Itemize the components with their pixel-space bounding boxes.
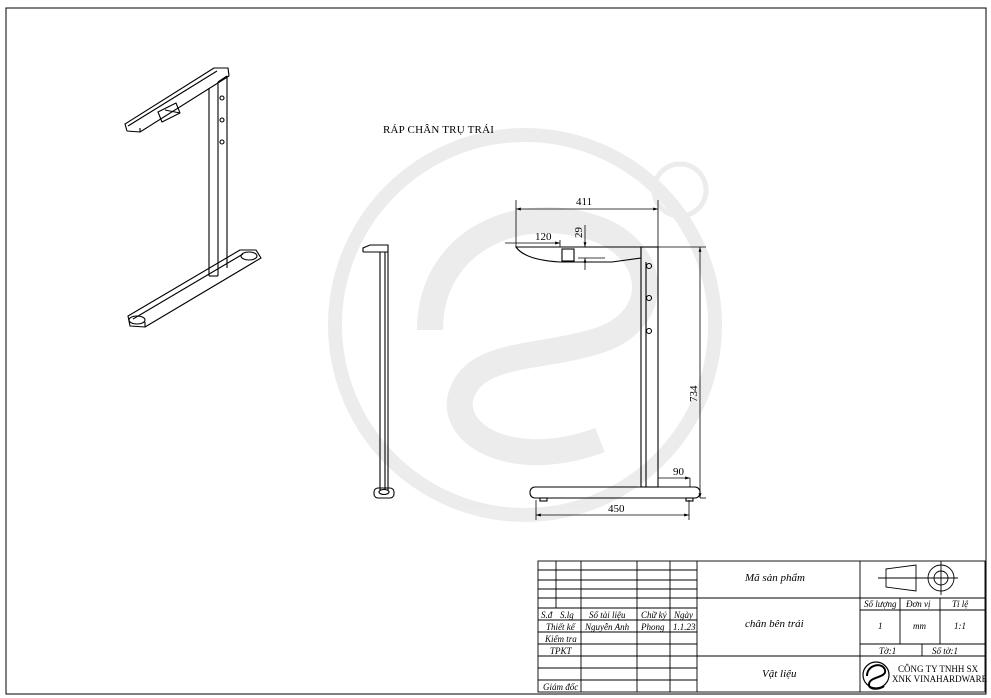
- sheet-count: Số tờ:1: [932, 646, 959, 656]
- quantity-value: 1: [878, 621, 883, 631]
- isometric-view: [124, 67, 262, 328]
- side-view: [362, 244, 395, 499]
- row-role: Giám đốc: [543, 682, 579, 692]
- header-date: Ngày: [674, 610, 693, 620]
- header-sd: S.đ: [541, 610, 553, 620]
- product-code-label: Mã sản phẩm: [745, 572, 805, 584]
- watermark-logo: [328, 128, 722, 522]
- company-name-line2: XNK VINAHARDWARE: [892, 674, 988, 684]
- material-label: Vật liệu: [762, 668, 797, 680]
- scale-value: 1:1: [954, 621, 966, 631]
- assembly-title: RÁP CHÂN TRỤ TRÁI: [383, 124, 495, 136]
- projection-symbol-icon: [878, 561, 958, 595]
- product-name: chân bên trái: [745, 618, 804, 630]
- unit-label: Đơn vị: [906, 599, 931, 609]
- row-role: Thiết kế: [546, 622, 575, 632]
- quantity-label: Số lượng: [864, 599, 897, 609]
- title-block-grid: [537, 560, 986, 693]
- row-role: Kiểm tra: [545, 634, 577, 644]
- row-role: TPKT: [550, 646, 572, 656]
- header-doc-no: Số tài liệu: [589, 610, 626, 620]
- row-name: Nguyễn Anh: [585, 622, 630, 632]
- row-sign: Phong: [641, 622, 665, 632]
- header-signature: Chữ ký: [641, 610, 667, 620]
- scale-label: Tỉ lệ: [952, 599, 969, 609]
- dimension-lines: [505, 200, 706, 520]
- sheet-border: [5, 7, 987, 695]
- dimension-texts: 411 120 29 734 90 450: [535, 196, 700, 515]
- dim-411: 411: [576, 196, 592, 208]
- company-name-line1: CÔNG TY TNHH SX: [898, 664, 979, 674]
- unit-value: mm: [913, 621, 926, 631]
- dim-29: 29: [573, 227, 585, 239]
- dim-450: 450: [608, 503, 625, 515]
- row-date: 1.1.23: [673, 622, 696, 632]
- header-slg: S.lg: [560, 610, 574, 620]
- dim-734: 734: [688, 385, 700, 402]
- company-logo-icon: [862, 661, 890, 690]
- dim-90: 90: [673, 466, 685, 478]
- dim-120: 120: [535, 231, 552, 243]
- sheet-number: Tờ:1: [879, 646, 897, 656]
